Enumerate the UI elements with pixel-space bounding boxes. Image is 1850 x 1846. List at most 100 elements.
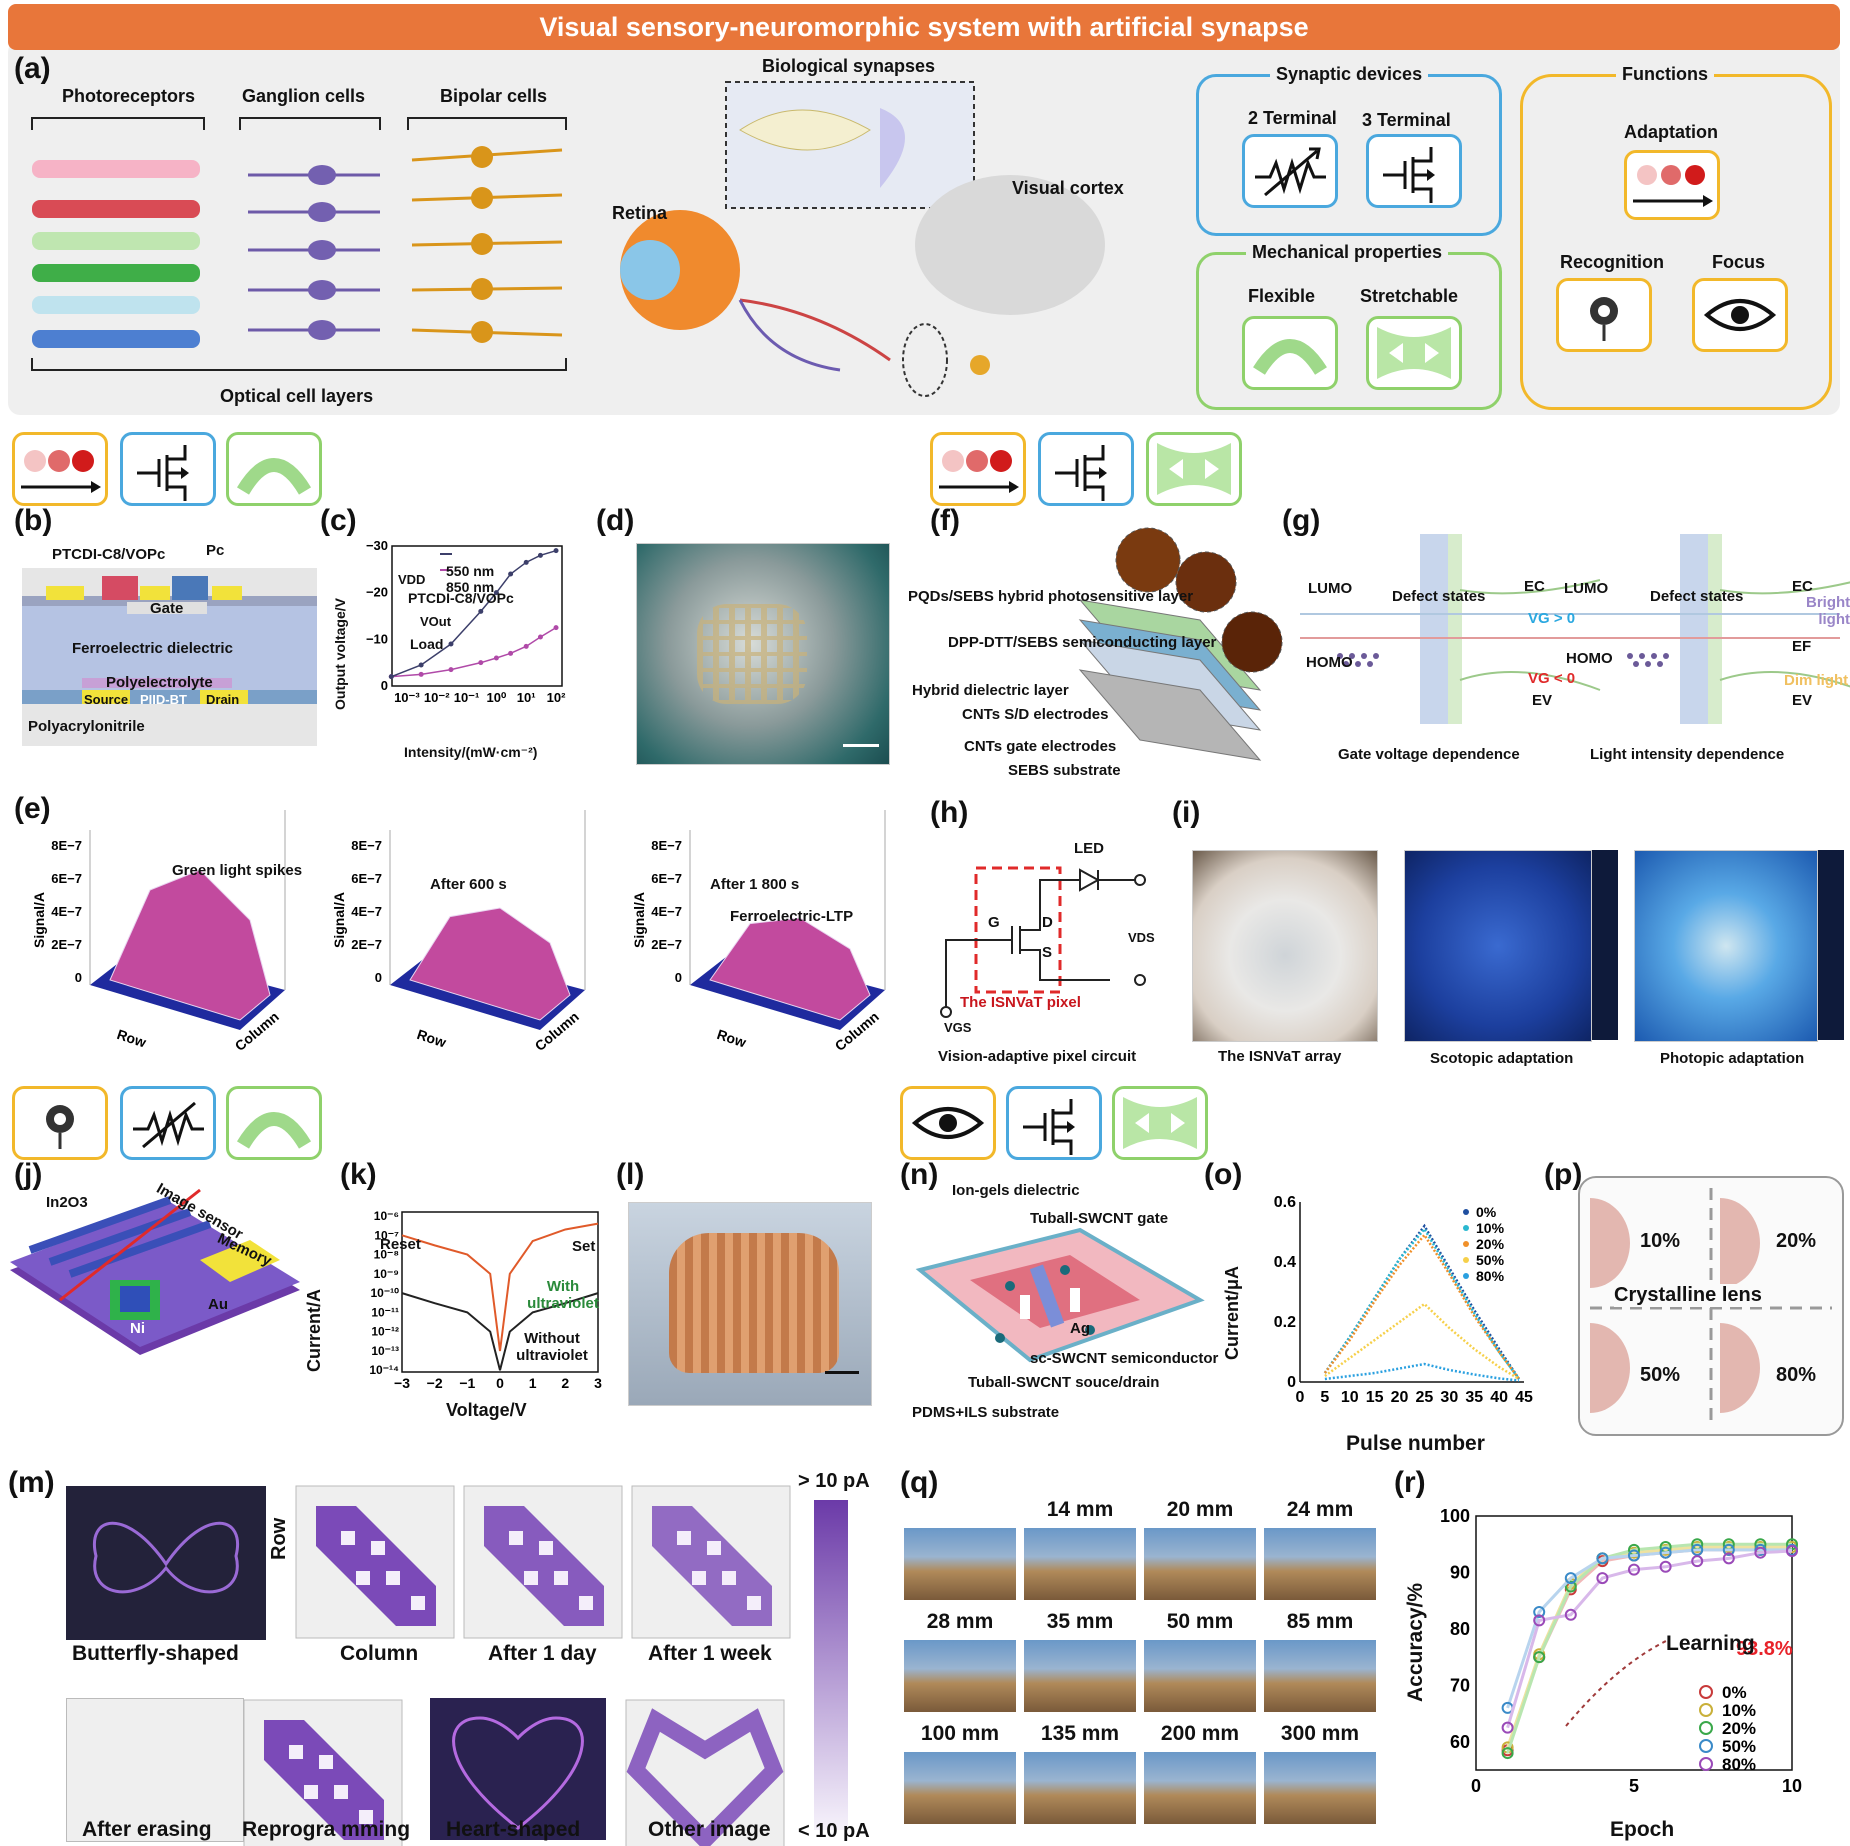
p-val-3: 50%	[1640, 1364, 1681, 1386]
q-focal-label: 24 mm	[1286, 1498, 1354, 1521]
transistor-icon	[1366, 134, 1462, 208]
r-legend-label: 10%	[1722, 1701, 1756, 1720]
r-point	[1628, 1549, 1640, 1562]
c-point	[448, 667, 454, 673]
j-au: Au	[208, 1296, 228, 1313]
r-plot-frame	[1475, 1515, 1793, 1771]
retina-label: Retina	[612, 203, 668, 223]
r-point	[1564, 1580, 1577, 1593]
g-vg-neg: VG < 0	[1528, 670, 1576, 687]
o-xtick: 5	[1320, 1389, 1329, 1406]
h-vds: VDS	[1128, 930, 1155, 945]
e-title-3: After 1 800 s	[710, 876, 800, 893]
g-lumo-2: LUMO	[1564, 580, 1609, 597]
m-grid	[295, 1485, 455, 1639]
k-xlabel: Voltage/V	[446, 1400, 527, 1420]
e-row: Row	[715, 1026, 748, 1050]
k-series-line-1	[401, 1292, 599, 1371]
k-ytick: 10⁻⁷	[374, 1228, 399, 1242]
k-xtick: 3	[594, 1375, 602, 1391]
o-xtick: 25	[1416, 1389, 1434, 1406]
m-cap-8: Other image	[648, 1818, 771, 1841]
q-photo	[904, 1640, 1016, 1712]
c-point	[553, 548, 559, 554]
e-surface	[709, 917, 871, 1021]
m-pattern-hole	[722, 1571, 736, 1585]
f-layer-3: Hybrid dielectric layer	[912, 682, 1069, 699]
j-in2o3: In2O3	[46, 1194, 88, 1211]
drain-label: Drain	[206, 692, 240, 707]
k-xtick: 1	[529, 1375, 537, 1391]
c-point	[478, 660, 484, 666]
scotopic-strip	[1592, 850, 1618, 1040]
q-cell: 85 mm	[1264, 1606, 1380, 1716]
m-pattern-hole	[371, 1541, 385, 1555]
f-layer-6: SEBS substrate	[1008, 762, 1121, 779]
k-ytick: 10⁻⁸	[374, 1248, 399, 1262]
m-cap-2: Column	[340, 1642, 419, 1665]
m-heart-image	[430, 1698, 606, 1840]
stretchable-icon-n	[1112, 1086, 1208, 1160]
r-point	[1533, 1614, 1546, 1627]
f-layer-5: CNTs gate electrodes	[964, 738, 1117, 755]
photo-d-hemisphere	[636, 543, 890, 765]
e-ytick: 8E−7	[51, 838, 82, 853]
n-label-5: Tuball-SWCNT souce/drain	[968, 1374, 1160, 1391]
m-butterfly-image	[66, 1486, 266, 1640]
e-title-2: After 600 s	[430, 876, 507, 893]
stretchable-label: Stretchable	[1360, 286, 1459, 306]
k-ytick: 10⁻⁹	[374, 1267, 399, 1281]
c-point	[448, 641, 454, 647]
k-ytick: 10⁻⁶	[374, 1209, 399, 1223]
c-point	[493, 590, 499, 596]
m-pattern-hole	[411, 1596, 425, 1610]
e-ytick: 6E−7	[51, 871, 82, 886]
q-focal-label: 85 mm	[1286, 1610, 1354, 1633]
r-point	[1501, 1721, 1514, 1734]
i-caption-1: The ISNVaT array	[1218, 1048, 1342, 1065]
m-pattern-hole	[341, 1531, 355, 1545]
synaptic-devices-title: Synaptic devices	[1270, 64, 1429, 85]
visual-cortex-label: Visual cortex	[1012, 178, 1124, 198]
g-caption-2: Light intensity dependence	[1590, 746, 1785, 763]
c-xtick: 10⁰	[487, 690, 507, 705]
q-focal-label: 200 mm	[1160, 1722, 1240, 1745]
circuit-h	[940, 866, 1146, 1018]
q-cell: 135 mm	[1024, 1718, 1140, 1828]
q-focal-label: 50 mm	[1166, 1610, 1234, 1633]
c-point	[537, 634, 543, 640]
e-axis-frame	[89, 810, 286, 990]
h-led: LED	[1074, 840, 1104, 857]
o-xtick: 35	[1465, 1389, 1483, 1406]
m-pattern-hole	[304, 1785, 318, 1799]
c-ylabel: Output voltage/V	[332, 598, 348, 710]
g-dim: Dim light	[1784, 672, 1849, 689]
bio-synapses-label: Biological synapses	[762, 56, 936, 76]
r-point	[1754, 1546, 1767, 1559]
gate-label-b: Gate	[150, 600, 184, 617]
o-ytick: 0.6	[1274, 1194, 1296, 1211]
o-xtick: 0	[1296, 1389, 1305, 1406]
q-cell: 200 mm	[1144, 1718, 1260, 1828]
c-ytick: −30	[366, 538, 388, 553]
e-title-1: Green light spikes	[172, 862, 303, 879]
q-photo	[1024, 1640, 1136, 1712]
q-photo	[1144, 1528, 1256, 1600]
label-j: (j)	[14, 1158, 43, 1191]
o-legend-label: 80%	[1476, 1268, 1505, 1284]
c-ytick: −20	[366, 585, 388, 600]
n-label-1: Ion-gels dielectric	[952, 1182, 1080, 1199]
m-pattern-hole	[356, 1571, 370, 1585]
p-lens-label: Crystalline lens	[1614, 1284, 1762, 1307]
label-m: (m)	[8, 1466, 55, 1499]
k-ylabel: Current/A	[304, 1288, 324, 1372]
c-device-label: PTCDI-C8/VOPc	[408, 590, 514, 606]
r-ytick: 60	[1450, 1732, 1470, 1752]
device-stack-b	[22, 568, 317, 746]
f-layer-2: DPP-DTT/SEBS semiconducting layer	[948, 634, 1217, 651]
r-legend-label: 50%	[1722, 1737, 1756, 1756]
c-point	[508, 650, 514, 656]
k-series-line-0	[401, 1222, 599, 1352]
e-ltp: Ferroelectric-LTP	[730, 908, 854, 925]
q-focal-label: 35 mm	[1046, 1610, 1114, 1633]
